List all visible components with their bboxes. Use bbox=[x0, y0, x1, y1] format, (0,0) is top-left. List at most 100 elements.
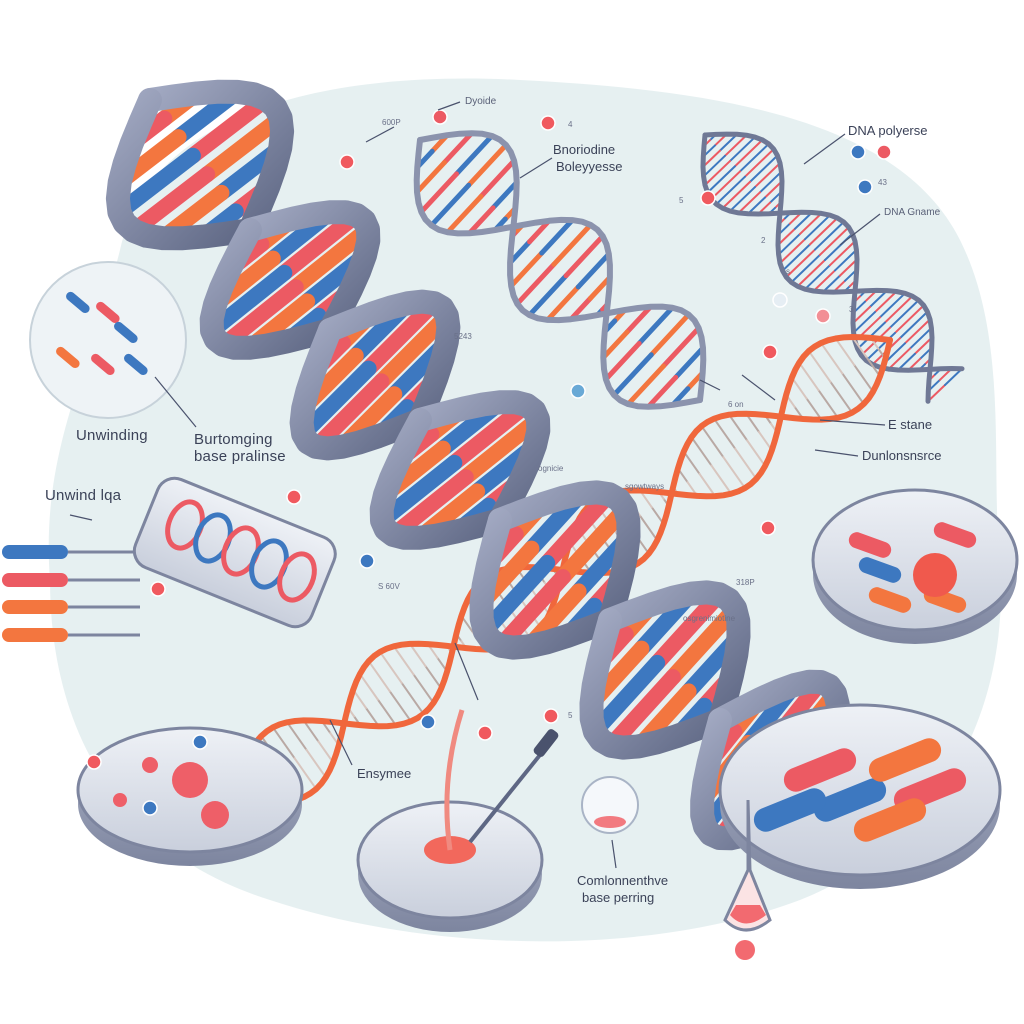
label-ognicie: ognicie bbox=[538, 464, 564, 473]
phosphate-bead-icon bbox=[192, 734, 208, 750]
base-pair bbox=[879, 292, 906, 319]
flask-droplet bbox=[735, 940, 755, 960]
backbone-strand bbox=[369, 408, 512, 550]
leader-line bbox=[519, 157, 553, 179]
phosphate-bead-icon bbox=[432, 109, 448, 125]
base-capsule bbox=[753, 788, 827, 832]
base-pair bbox=[682, 450, 701, 475]
base-pair bbox=[358, 672, 379, 701]
phosphate-bead-icon bbox=[540, 115, 556, 131]
phosphate-bead-icon bbox=[876, 144, 892, 160]
base-pair bbox=[804, 264, 831, 291]
base-pair bbox=[841, 372, 865, 405]
base-pair bbox=[611, 352, 654, 398]
base-pair bbox=[418, 171, 460, 215]
base-pair bbox=[819, 226, 850, 256]
base-pair bbox=[690, 436, 713, 467]
base-pair bbox=[586, 654, 666, 740]
base-pair bbox=[852, 305, 871, 325]
backbone-strand bbox=[702, 131, 935, 404]
base-pair bbox=[834, 337, 856, 367]
label-dyoide: Dyoide bbox=[465, 96, 497, 107]
base-capsule bbox=[848, 532, 892, 558]
backbone-strand bbox=[579, 608, 732, 760]
base-pair bbox=[852, 311, 876, 334]
backbone-strand bbox=[138, 79, 295, 242]
base-pair bbox=[539, 486, 618, 571]
base-pair bbox=[378, 650, 403, 684]
base-pair bbox=[715, 175, 746, 206]
label-base-perring: base perring bbox=[582, 890, 655, 905]
base-pair bbox=[759, 170, 783, 194]
base-pair bbox=[514, 261, 557, 307]
base-pair bbox=[388, 690, 412, 723]
base-pair bbox=[754, 162, 781, 189]
base-pair bbox=[853, 364, 874, 393]
base-pair bbox=[700, 425, 725, 459]
base-pair bbox=[302, 719, 320, 743]
phosphate-bead-icon bbox=[286, 489, 302, 505]
base-pair bbox=[909, 326, 933, 350]
base-pair bbox=[764, 180, 783, 199]
base-pair bbox=[602, 669, 681, 754]
base-pair bbox=[508, 250, 545, 289]
base-pair bbox=[545, 284, 581, 323]
base-pair bbox=[184, 91, 275, 164]
base-pair bbox=[373, 454, 463, 529]
base-pair bbox=[737, 191, 761, 214]
base-bar bbox=[2, 628, 68, 642]
base-pair bbox=[790, 253, 821, 284]
base-pair bbox=[944, 367, 963, 386]
base-pair bbox=[889, 299, 920, 329]
dropper-bulb bbox=[533, 729, 559, 757]
base-pair bbox=[729, 136, 756, 163]
leader-line bbox=[365, 126, 395, 143]
base-pair bbox=[526, 273, 569, 318]
base-bar bbox=[2, 545, 68, 559]
base-pair bbox=[539, 217, 575, 256]
base-pair bbox=[295, 360, 377, 443]
petri-dish-right bbox=[811, 488, 1019, 632]
base-pair bbox=[777, 232, 801, 256]
base-pair bbox=[568, 295, 593, 322]
base-pair bbox=[603, 340, 642, 382]
base-pair bbox=[466, 205, 496, 236]
base-pair bbox=[276, 206, 365, 281]
backbone-strand bbox=[105, 88, 262, 251]
leader-line bbox=[839, 213, 881, 246]
base-pair bbox=[799, 212, 823, 235]
base-pair bbox=[814, 221, 845, 251]
base-capsule bbox=[56, 346, 80, 369]
base-capsule bbox=[853, 798, 927, 842]
base-pair bbox=[454, 133, 495, 177]
base-pair bbox=[478, 158, 517, 200]
base-pair bbox=[414, 160, 447, 195]
base-pair bbox=[779, 238, 806, 265]
label-5: 5 bbox=[679, 196, 684, 205]
label-4: 4 bbox=[568, 120, 573, 129]
backbone-strand bbox=[238, 200, 381, 342]
base-pair bbox=[625, 363, 666, 407]
base-pair bbox=[884, 295, 914, 324]
base-pair bbox=[648, 312, 692, 358]
lab-props bbox=[2, 109, 1019, 960]
base-capsule bbox=[124, 353, 148, 376]
base-pair bbox=[839, 258, 858, 277]
base-capsule bbox=[91, 353, 115, 376]
zoom-circle bbox=[29, 261, 187, 419]
leader-line bbox=[69, 514, 93, 521]
base-capsule bbox=[783, 748, 857, 792]
base-pair bbox=[713, 417, 737, 450]
label-6on: 6 on bbox=[728, 400, 744, 409]
helix-top-right bbox=[700, 131, 965, 404]
base-pair bbox=[373, 307, 455, 390]
base-pair bbox=[728, 413, 749, 442]
base-capsule bbox=[813, 778, 887, 822]
small-helix-top bbox=[413, 130, 707, 410]
flask-icon bbox=[723, 799, 772, 932]
base-pair bbox=[317, 740, 335, 764]
phosphate-bead-icon bbox=[543, 708, 559, 724]
base-pair bbox=[704, 160, 731, 187]
label-ensymee: Ensymee bbox=[357, 766, 412, 781]
base-pair bbox=[527, 218, 552, 245]
